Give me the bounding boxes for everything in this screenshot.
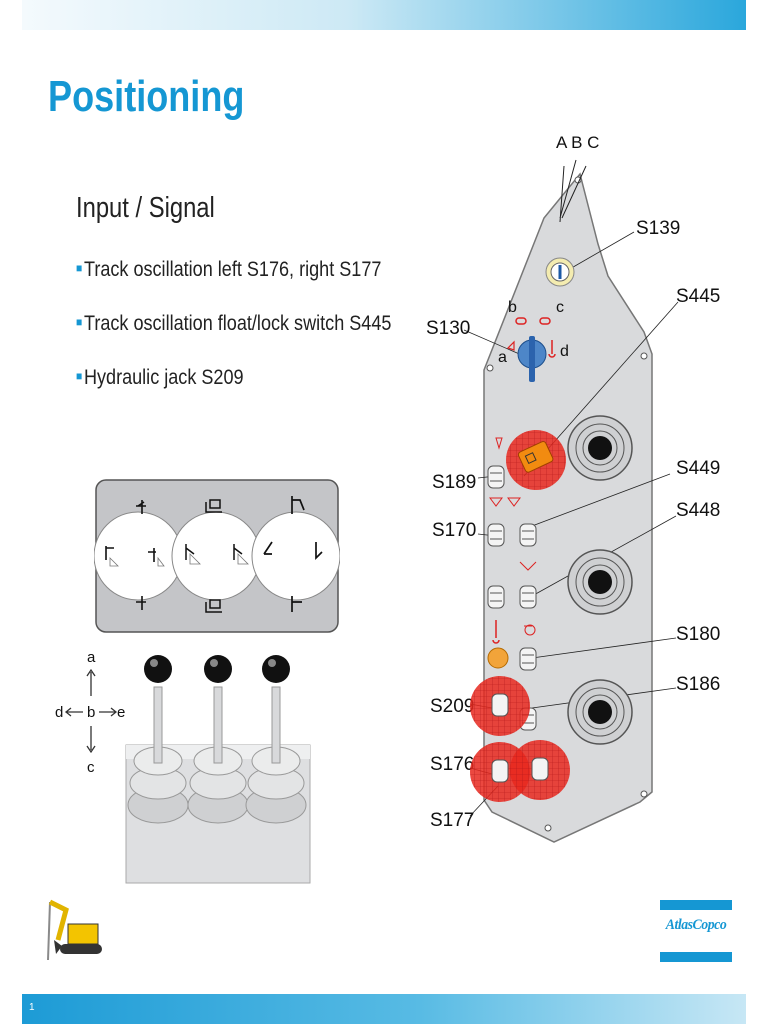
label-s177: S177 (430, 810, 474, 831)
direction-label-up: a (87, 649, 96, 666)
label-s448: S448 (676, 500, 720, 521)
pattern-circle-right (251, 496, 340, 612)
atlas-copco-logo: AtlasCopco (660, 900, 732, 962)
label-s139: S139 (636, 218, 680, 239)
label-s186: S186 (676, 674, 720, 695)
direction-label-left: d (55, 704, 63, 721)
bullet-text: Hydraulic jack S209 (83, 366, 244, 389)
panel-joystick-bottom (567, 679, 633, 745)
bullet-square-icon: ■ (76, 261, 83, 275)
direction-label-center: b (87, 704, 95, 721)
switch-position-a: a (498, 349, 507, 366)
joystick-right (245, 655, 307, 824)
joystick-base-illustration (125, 655, 311, 884)
direction-legend: a b d e c (55, 649, 125, 776)
s170-switch (487, 523, 505, 547)
mount-hole-icon (640, 352, 648, 360)
bullet-square-icon: ■ (76, 369, 83, 383)
bullet-text: Track oscillation left S176, right S177 (83, 258, 382, 281)
label-s449: S449 (676, 458, 720, 479)
top-banner (22, 0, 746, 30)
label-s176: S176 (430, 754, 474, 775)
switch-position-c: c (556, 299, 564, 316)
bullet-item: ■Track oscillation float/lock switch S44… (76, 312, 391, 366)
s209-hydraulic-jack-switch (470, 676, 530, 736)
label-s170: S170 (432, 520, 476, 541)
panel-joystick-top (567, 415, 633, 481)
switch-position-b: b (508, 299, 517, 316)
label-s180: S180 (676, 624, 720, 645)
s189-switch (487, 465, 505, 489)
bullet-item: ■Track oscillation left S176, right S177 (76, 258, 391, 312)
mount-hole-icon (486, 364, 494, 372)
orange-warning-lamp-icon (487, 647, 509, 669)
bullet-item: ■Hydraulic jack S209 (76, 366, 391, 420)
label-s189: S189 (432, 472, 476, 493)
page-number: 1 (29, 1002, 35, 1013)
s139-key-switch (545, 257, 575, 287)
joystick-left (127, 655, 189, 824)
label-s209: S209 (430, 696, 474, 717)
mount-hole-icon (544, 824, 552, 832)
excavator-icon (47, 899, 102, 961)
indicator-icon (524, 624, 536, 636)
mount-hole-icon (640, 790, 648, 798)
s130-rotary-switch (506, 317, 556, 382)
label-s130: S130 (426, 318, 470, 339)
direction-label-right: e (117, 704, 125, 721)
panel-joystick-middle (567, 549, 633, 615)
switch-position-d: d (560, 343, 569, 360)
s177-track-right-switch (510, 740, 570, 800)
s445-float-lock-switch (495, 430, 566, 490)
control-panel-diagram: A B C S139 S445 S130 S189 S449 S448 S170… (426, 133, 720, 843)
joystick-middle (187, 655, 249, 824)
logo-text: AtlasCopco (665, 917, 727, 933)
bullet-square-icon: ■ (76, 315, 83, 329)
label-abc: A B C (556, 133, 599, 152)
page-title: Positioning (48, 72, 245, 121)
bottom-banner (22, 994, 746, 1024)
s448-switch (519, 585, 537, 609)
joystick-pattern-diagram (94, 479, 340, 633)
bullet-text: Track oscillation float/lock switch S445 (83, 312, 392, 335)
switch-unlabeled (487, 585, 505, 609)
label-s445: S445 (676, 286, 720, 307)
direction-label-down: c (87, 759, 95, 776)
section-subtitle: Input / Signal (76, 192, 215, 224)
temperature-icon (492, 620, 500, 644)
bullet-list: ■Track oscillation left S176, right S177… (76, 258, 443, 420)
s180-switch (519, 647, 537, 671)
s449-switch (519, 523, 537, 547)
pattern-circle-left (94, 500, 183, 610)
